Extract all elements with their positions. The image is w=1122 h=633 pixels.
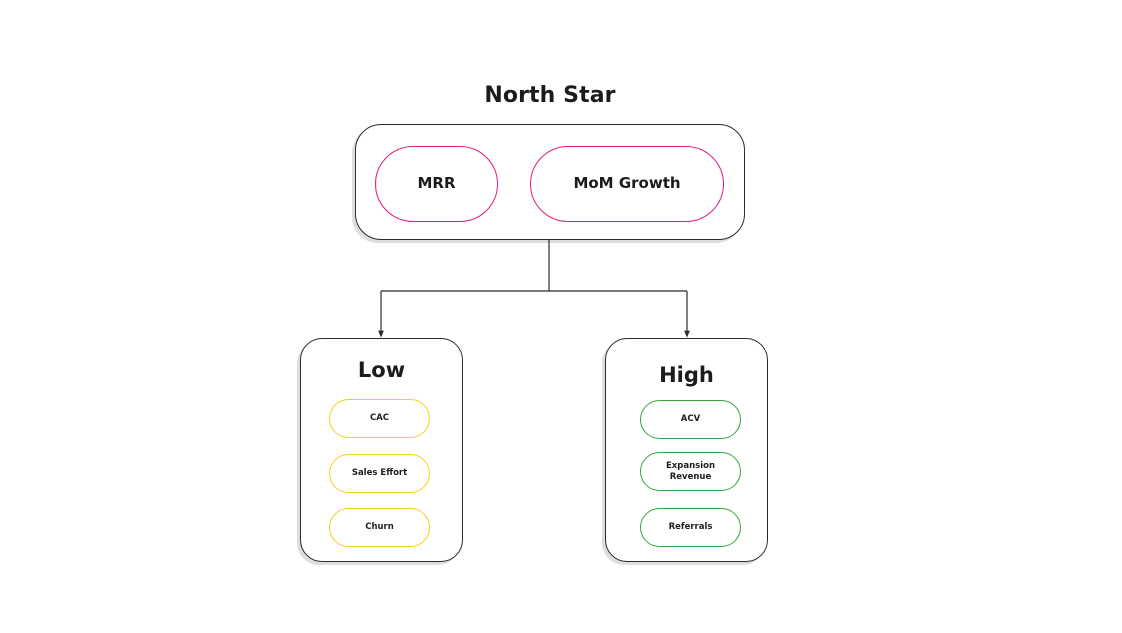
metric-pill-referrals-label: Referrals	[668, 522, 713, 533]
metric-pill-churn[interactable]: Churn	[329, 508, 430, 547]
metric-pill-referrals[interactable]: Referrals	[640, 508, 741, 547]
metric-pill-mom-growth[interactable]: MoM Growth	[530, 146, 724, 222]
metric-pill-sales-effort[interactable]: Sales Effort	[329, 454, 430, 493]
metric-pill-mrr[interactable]: MRR	[375, 146, 498, 222]
metric-pill-acv[interactable]: ACV	[640, 400, 741, 439]
metric-pill-cac[interactable]: CAC	[329, 399, 430, 438]
metric-pill-mom-growth-label: MoM Growth	[573, 174, 681, 193]
metric-pill-cac-label: CAC	[369, 413, 390, 424]
metric-pill-expansion-revenue-line2: Revenue	[669, 471, 712, 482]
metric-pill-expansion-revenue[interactable]: Expansion Revenue	[640, 452, 741, 491]
metric-pill-mrr-label: MRR	[417, 174, 456, 193]
metric-pill-churn-label: Churn	[365, 522, 394, 533]
branch-title-low: Low	[357, 358, 406, 382]
metric-pill-acv-label: ACV	[680, 414, 701, 425]
metric-pill-expansion-revenue-line1: Expansion	[665, 461, 716, 472]
branch-title-high: High	[659, 363, 714, 387]
metric-pill-sales-effort-label: Sales Effort	[351, 468, 408, 479]
page-title: North Star	[484, 83, 616, 108]
metric-pill-expansion-revenue-label: Expansion Revenue	[666, 461, 715, 481]
